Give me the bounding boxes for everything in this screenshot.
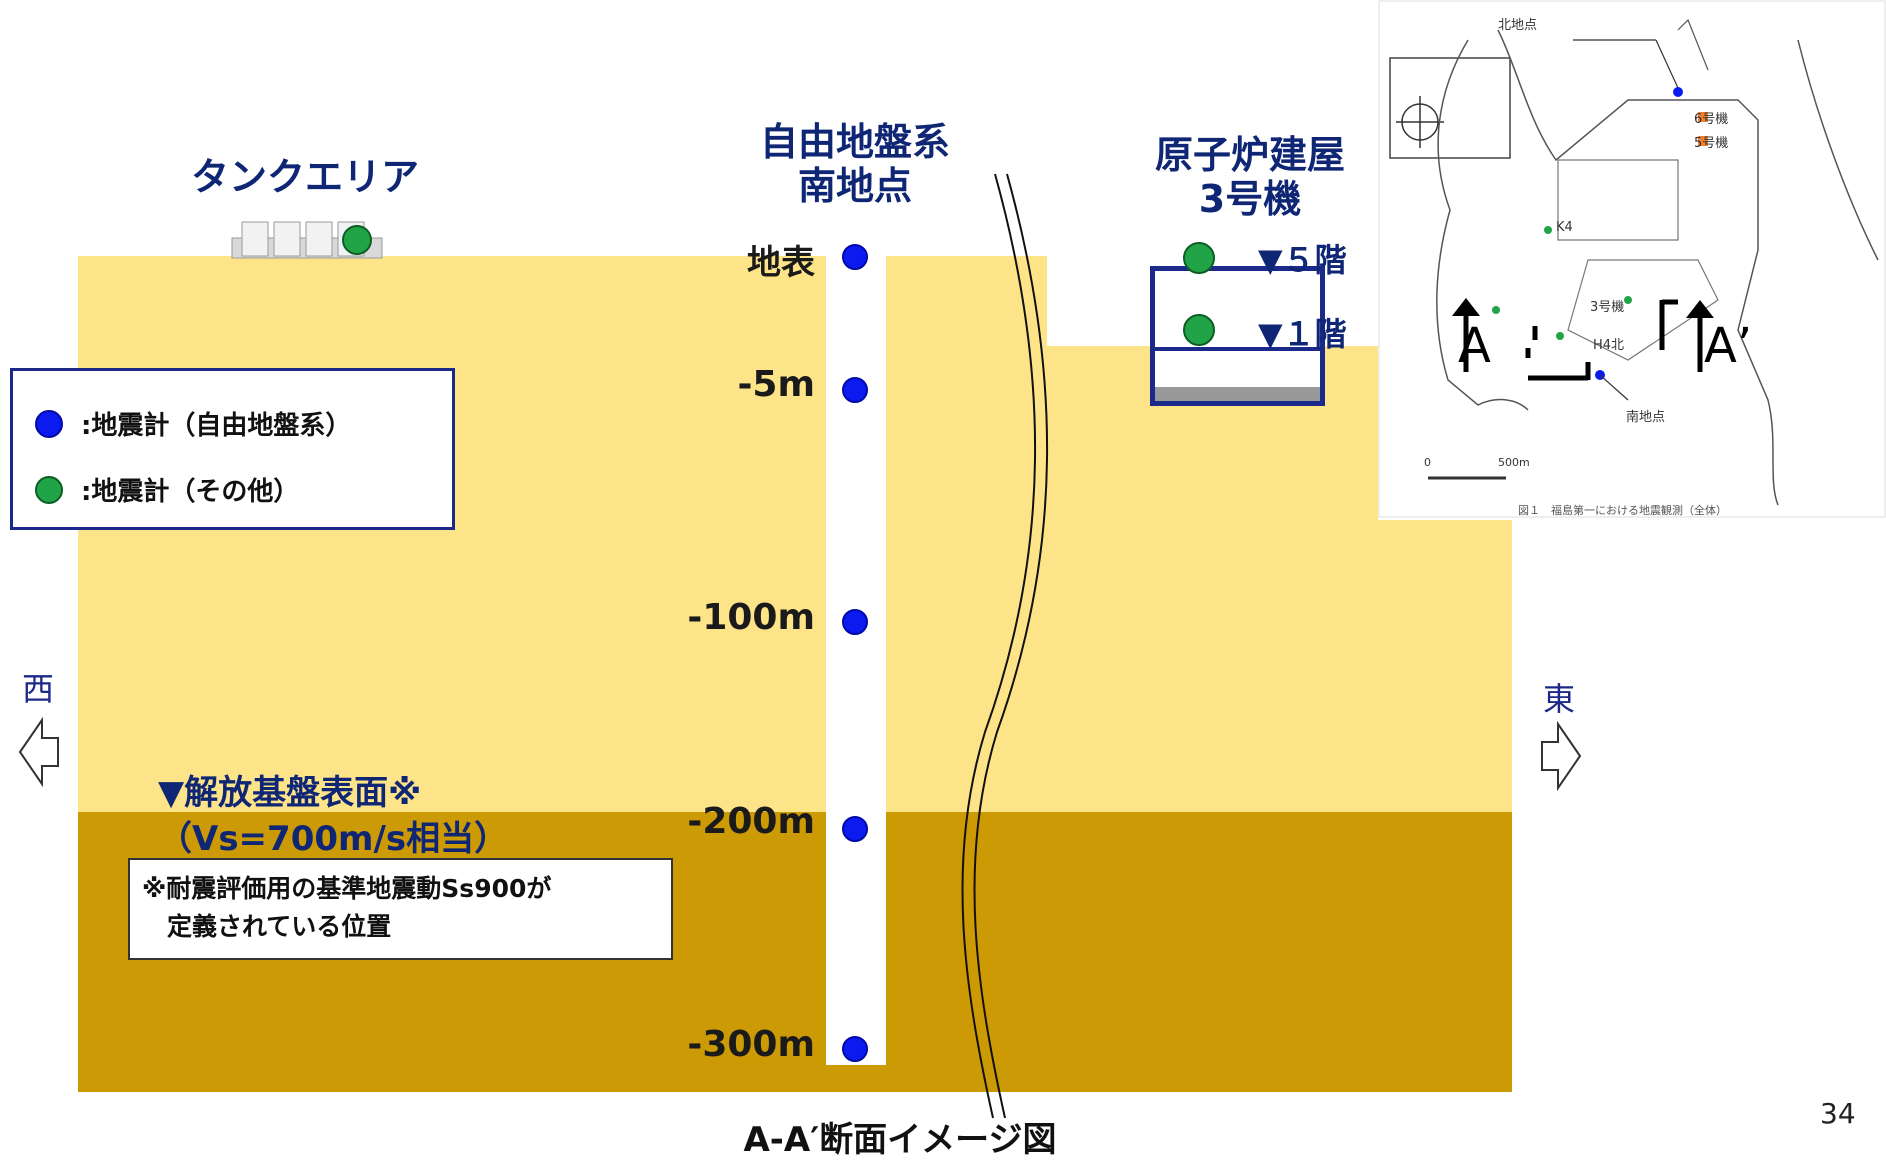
map-k4-label: K4: [1556, 220, 1573, 235]
page-number: 34: [1820, 1097, 1856, 1130]
tank-area-title: タンクエリア: [190, 155, 419, 199]
legend-green-dot: [35, 475, 63, 504]
map-south-point-label: 南地点: [1626, 410, 1666, 425]
sensor-300m: [842, 1036, 868, 1062]
depth-label-100m: -100m: [687, 597, 815, 638]
bedrock-label: ▼解放基盤表面※ （Vs=700m/s相当）: [158, 770, 508, 862]
legend-blue-dot: [35, 409, 63, 438]
map-h4n-label: H4北: [1593, 338, 1625, 353]
reactor-title-line2: 3号機: [1198, 177, 1302, 221]
note-line1: ※耐震評価用の基準地震動Ss900が: [142, 874, 552, 903]
free-field-title-line1: 自由地盤系: [759, 120, 950, 164]
map-section-a-prime: A’: [1704, 318, 1753, 374]
floor-label-1: ▼１階: [1258, 315, 1347, 353]
map-figure-caption: 図１ 福島第一における地震観測（全体）: [1518, 504, 1727, 517]
depth-label-200m: -200m: [687, 801, 815, 842]
note-line2: 定義されている位置: [142, 912, 392, 941]
tank-sensor-dot: [342, 225, 372, 255]
west-arrow-icon: [18, 716, 59, 788]
sensor-5m: [842, 377, 868, 403]
legend-box: :地震計（自由地盤系） :地震計（その他）: [10, 368, 455, 530]
building-foundation: [1155, 387, 1320, 401]
diagram-caption: A-A′断面イメージ図: [743, 1120, 1057, 1160]
bedrock-line2: （Vs=700m/s相当）: [158, 819, 509, 859]
depth-label-5m: -5m: [737, 364, 815, 405]
sensor-surface: [842, 244, 868, 270]
depth-label-300m: -300m: [687, 1024, 815, 1065]
map-section-a: A: [1458, 318, 1491, 374]
east-label: 東: [1543, 680, 1576, 718]
location-map: 北地点 6号機 5号機 K4 3号機 H4北 南地点 A A’ 0 500m 図…: [1378, 0, 1886, 520]
west-label: 西: [22, 670, 55, 708]
map-unit6-label: 6号機: [1694, 112, 1729, 127]
bedrock-line1: ▼解放基盤表面※: [158, 773, 422, 813]
map-scale-end: 500m: [1498, 456, 1530, 469]
sensor-200m: [842, 816, 868, 842]
legend-blue-label: :地震計（自由地盤系）: [81, 411, 352, 441]
break-line: [961, 173, 1049, 1119]
floor-label-5: ▼５階: [1258, 241, 1347, 279]
depth-label-surface: 地表: [747, 243, 815, 283]
free-field-title-line2: 南地点: [797, 164, 912, 208]
legend-row-blue: :地震計（自由地盤系）: [35, 405, 351, 442]
building-floor-line: [1155, 347, 1320, 351]
map-north-point-label: 北地点: [1498, 18, 1538, 33]
map-unit5-label: 5号機: [1694, 136, 1729, 151]
sensor-5th-floor: [1183, 242, 1215, 274]
map-unit3-label: 3号機: [1590, 300, 1625, 315]
reactor-title: 原子炉建屋 3号機: [1130, 133, 1370, 221]
reactor-title-line1: 原子炉建屋: [1154, 133, 1345, 177]
legend-row-green: :地震計（その他）: [35, 471, 299, 508]
legend-green-label: :地震計（その他）: [81, 477, 300, 507]
sensor-1st-floor: [1183, 314, 1215, 346]
map-drawing: [1378, 0, 1886, 518]
sensor-100m: [842, 609, 868, 635]
east-arrow-icon: [1541, 720, 1582, 792]
reactor-building: [1150, 266, 1325, 406]
free-field-title: 自由地盤系 南地点: [720, 120, 990, 208]
note-box: ※耐震評価用の基準地震動Ss900が 定義されている位置: [128, 858, 673, 960]
map-scale-zero: 0: [1424, 456, 1431, 469]
